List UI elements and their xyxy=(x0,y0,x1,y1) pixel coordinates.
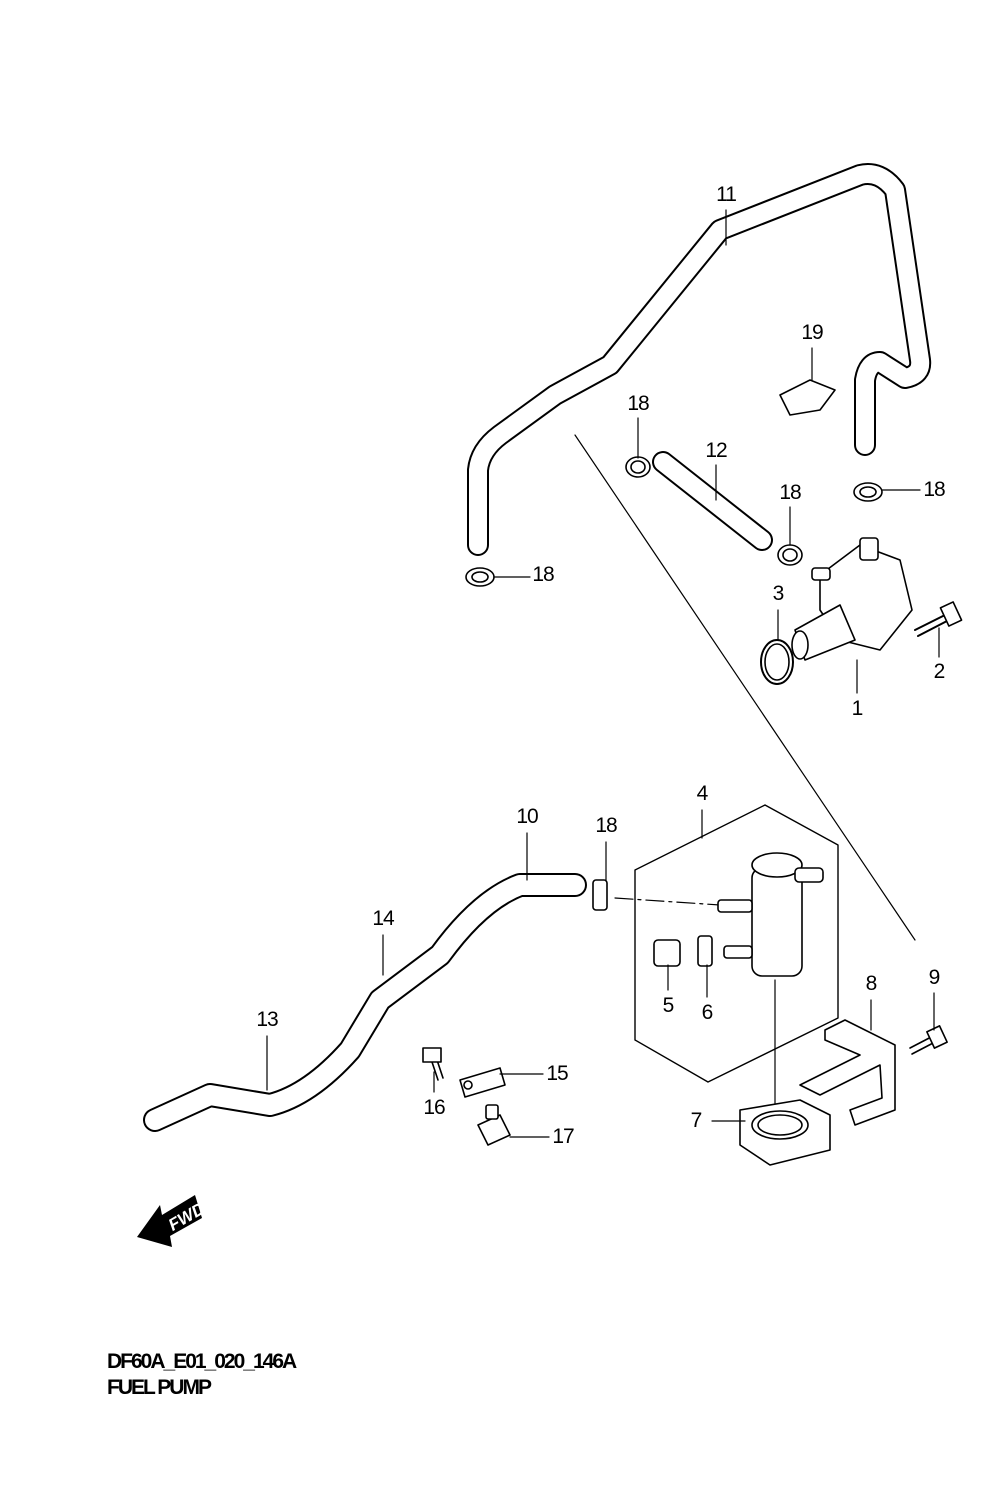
diagram-title: FUEL PUMP xyxy=(107,1376,212,1399)
callout-label: 7 xyxy=(690,1109,703,1132)
callout-label: 14 xyxy=(372,907,394,930)
callout-label: 11 xyxy=(716,183,737,206)
callout-label: 18 xyxy=(532,563,554,586)
fwd-arrow-icon: FWD xyxy=(137,1195,208,1247)
callout-label: 4 xyxy=(696,782,709,805)
callout-label: 3 xyxy=(772,582,785,605)
callout-label: 17 xyxy=(552,1125,574,1148)
callout-label: 18 xyxy=(779,481,801,504)
callout-label: 8 xyxy=(865,972,878,995)
hose-10-14-13 xyxy=(143,873,587,1132)
bolt-16 xyxy=(431,1059,444,1081)
callout-label: 10 xyxy=(516,805,538,828)
callout-label: 19 xyxy=(801,321,823,344)
hose-clips-18 xyxy=(465,456,883,967)
cap-5 xyxy=(653,939,681,967)
callout-label: 12 xyxy=(705,439,727,462)
holder-7 xyxy=(739,1099,831,1166)
bolt-2 xyxy=(914,614,948,637)
fuel-filter xyxy=(751,867,803,977)
callout-label: 16 xyxy=(423,1096,445,1119)
clamp-15 xyxy=(459,1067,506,1098)
callout-label: 2 xyxy=(933,660,946,683)
callout-label: 6 xyxy=(701,1001,714,1024)
callout-label: 15 xyxy=(546,1062,568,1085)
filter-assembly-frame xyxy=(634,804,839,1083)
callout-label: 18 xyxy=(627,392,649,415)
clip-19 xyxy=(779,379,836,416)
callout-label: 9 xyxy=(928,966,941,989)
callout-label: 13 xyxy=(256,1008,278,1031)
callout-label: 18 xyxy=(923,478,945,501)
bracket-8 xyxy=(799,1019,896,1126)
diagram-code: DF60A_E01_020_146A xyxy=(107,1350,297,1373)
o-ring xyxy=(760,639,794,685)
callout-label: 1 xyxy=(851,697,864,720)
callout-label: 18 xyxy=(595,814,617,837)
callout-label: 5 xyxy=(662,994,675,1017)
